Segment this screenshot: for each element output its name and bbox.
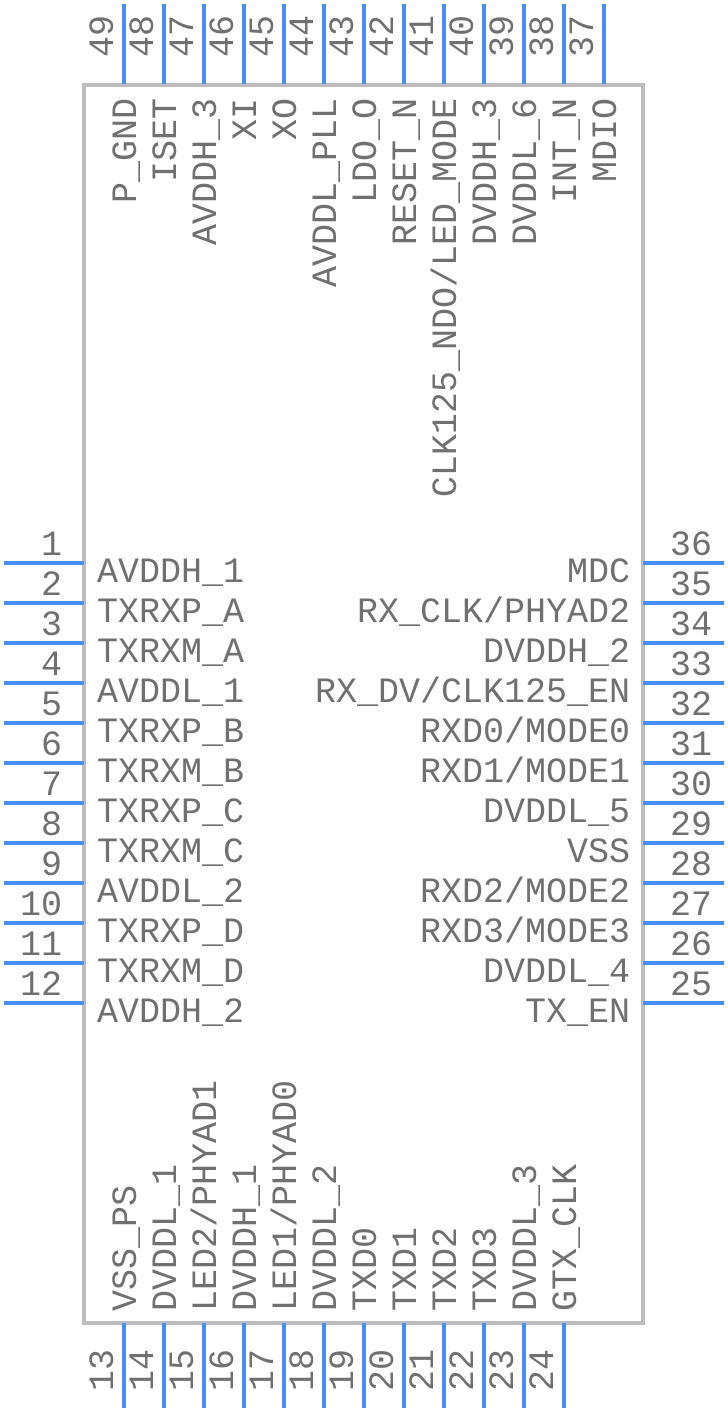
pin-label: XI [227, 98, 267, 140]
pin-label: TXRXP_A [97, 593, 244, 633]
pin-label: DVDDL_4 [483, 953, 630, 993]
pin-label: TXD1 [387, 1227, 427, 1311]
pin-number: 18 [284, 1349, 324, 1391]
pin-label: RESET_N [387, 98, 427, 245]
pin-number: 2 [41, 566, 62, 606]
pin-number: 27 [670, 886, 712, 926]
pin-number: 10 [20, 886, 62, 926]
pin-number: 35 [670, 566, 712, 606]
pin-label: MDIO [587, 98, 627, 182]
pin-number: 39 [484, 15, 524, 57]
pin-number: 19 [324, 1349, 364, 1391]
pin-number: 3 [41, 606, 62, 646]
pin-number: 1 [41, 526, 62, 566]
pin-number: 22 [444, 1349, 484, 1391]
pin-label: TXRXM_A [97, 633, 244, 673]
pin-number: 34 [670, 606, 712, 646]
pin-number: 20 [364, 1349, 404, 1391]
pin-label: TXRXM_C [97, 833, 244, 873]
pin-label: AVDDH_2 [97, 993, 244, 1033]
pin-number: 28 [670, 846, 712, 886]
pin-label: CLK125_NDO/LED_MODE [427, 98, 467, 497]
pin-number: 4 [41, 646, 62, 686]
pin-number: 30 [670, 766, 712, 806]
pin-label: TXRXM_B [97, 753, 244, 793]
pin-label: VSS_PS [107, 1185, 147, 1311]
pin-number: 49 [84, 15, 124, 57]
pin-number: 13 [84, 1349, 124, 1391]
pin-label: XO [267, 98, 307, 140]
pin-number: 14 [124, 1349, 164, 1391]
pin-number: 41 [404, 15, 444, 57]
pin-label: LDO_O [347, 98, 387, 203]
pin-label: RX_CLK/PHYAD2 [357, 593, 630, 633]
pin-label: DVDDH_2 [483, 633, 630, 673]
pin-number: 42 [364, 15, 404, 57]
pin-number: 47 [164, 15, 204, 57]
pin-number: 45 [244, 15, 284, 57]
pin-label: ISET [147, 98, 187, 182]
pin-label: RXD2/MODE2 [420, 873, 630, 913]
pin-number: 36 [670, 526, 712, 566]
pin-number: 25 [670, 966, 712, 1006]
pin-number: 7 [41, 766, 62, 806]
pin-number: 16 [204, 1349, 244, 1391]
pin-number: 17 [244, 1349, 284, 1391]
pin-label: DVDDH_1 [227, 1164, 267, 1311]
pin-label: AVDDL_1 [97, 673, 244, 713]
pin-label: AVDDH_3 [187, 98, 227, 245]
pin-label: TXRXP_B [97, 713, 244, 753]
pin-number: 31 [670, 726, 712, 766]
pin-label: TXD3 [467, 1227, 507, 1311]
pin-number: 26 [670, 926, 712, 966]
pin-number: 32 [670, 686, 712, 726]
pin-label: DVDDL_6 [507, 98, 547, 245]
pin-number: 6 [41, 726, 62, 766]
pin-label: LED2/PHYAD1 [187, 1080, 227, 1311]
pin-label: RXD3/MODE3 [420, 913, 630, 953]
pin-label: RXD1/MODE1 [420, 753, 630, 793]
pin-number: 29 [670, 806, 712, 846]
pin-number: 8 [41, 806, 62, 846]
pin-label: DVDDL_1 [147, 1164, 187, 1311]
pin-label: TXRXP_C [97, 793, 244, 833]
pin-number: 5 [41, 686, 62, 726]
pin-label: DVDDL_3 [507, 1164, 547, 1311]
pin-number: 9 [41, 846, 62, 886]
pin-label: RX_DV/CLK125_EN [315, 673, 630, 713]
pin-number: 33 [670, 646, 712, 686]
pin-number: 44 [284, 15, 324, 57]
pin-number: 46 [204, 15, 244, 57]
pin-number: 11 [20, 926, 62, 966]
pin-label: DVDDL_5 [483, 793, 630, 833]
pin-label: TXRXP_D [97, 913, 244, 953]
pin-number: 24 [524, 1349, 564, 1391]
pin-label: TXRXM_D [97, 953, 244, 993]
pin-number: 12 [20, 966, 62, 1006]
pin-label: AVDDH_1 [97, 553, 244, 593]
pin-number: 48 [124, 15, 164, 57]
pin-label: TXD0 [347, 1227, 387, 1311]
pin-label: RXD0/MODE0 [420, 713, 630, 753]
pin-number: 15 [164, 1349, 204, 1391]
pin-label: TXD2 [427, 1227, 467, 1311]
pin-label: INT_N [547, 98, 587, 203]
pin-number: 21 [404, 1349, 444, 1391]
pin-number: 37 [564, 15, 604, 57]
pin-label: LED1/PHYAD0 [267, 1080, 307, 1311]
pin-label: DVDDL_2 [307, 1164, 347, 1311]
pin-number: 43 [324, 15, 364, 57]
pin-label: AVDDL_2 [97, 873, 244, 913]
pin-label: P_GND [107, 98, 147, 203]
pin-label: AVDDL_PLL [307, 98, 347, 287]
pin-number: 38 [524, 15, 564, 57]
pin-label: DVDDH_3 [467, 98, 507, 245]
pin-label: TX_EN [525, 993, 630, 1033]
pin-label: VSS [567, 833, 630, 873]
pin-number: 40 [444, 15, 484, 57]
pin-number: 23 [484, 1349, 524, 1391]
pin-label: MDC [567, 553, 630, 593]
pin-label: GTX_CLK [547, 1164, 587, 1311]
